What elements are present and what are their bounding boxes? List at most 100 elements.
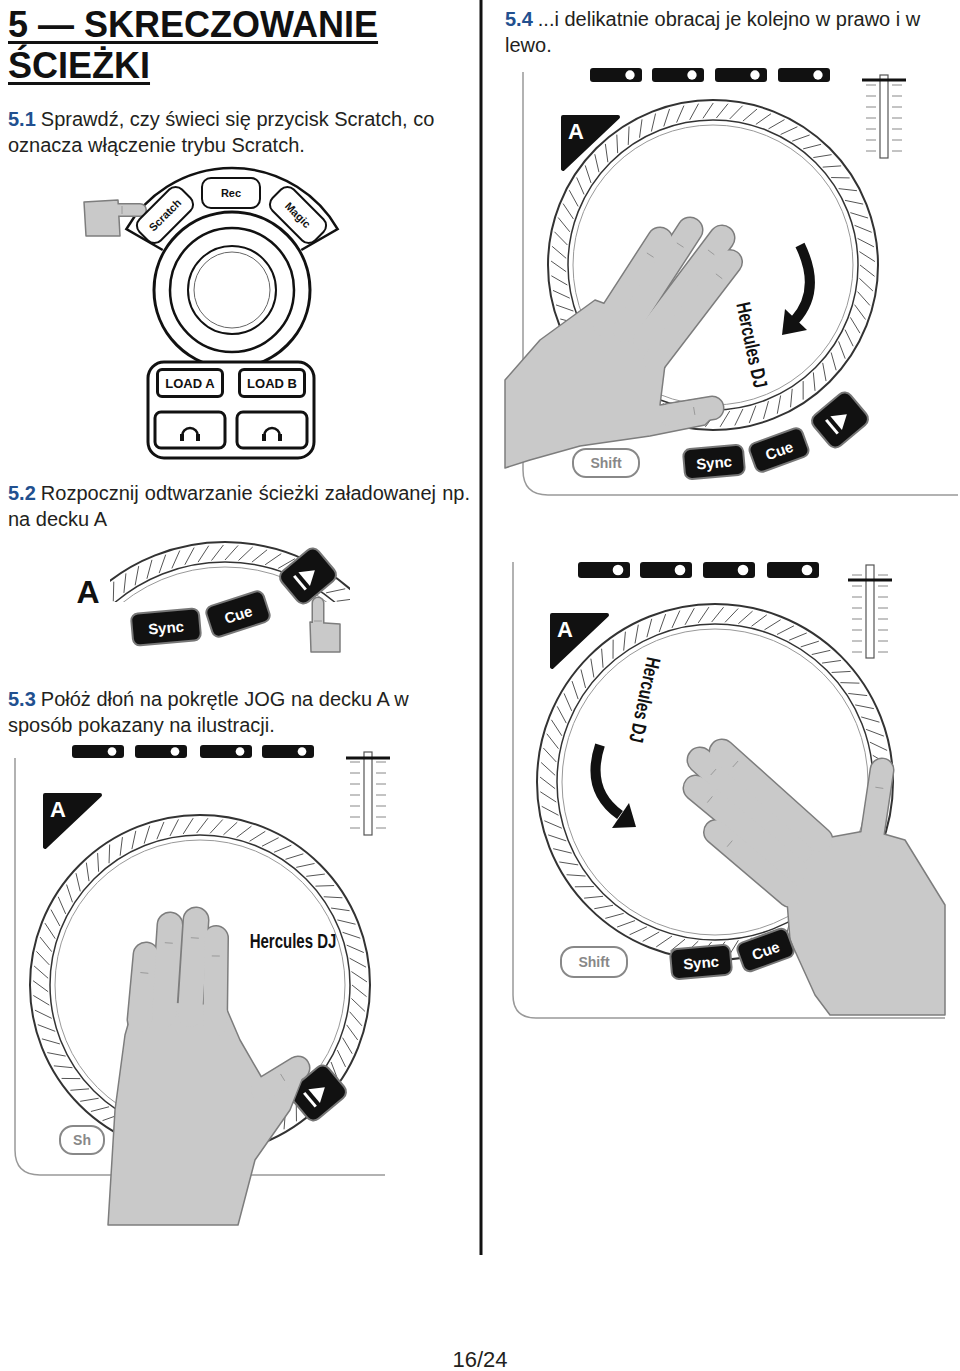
step-paragraph: 5.2Rozpocznij odtwarzanie ścieżki załado…: [8, 480, 470, 532]
fader-tick: [852, 597, 862, 598]
deck-tab: [552, 615, 607, 667]
jog-hatch: [543, 748, 556, 762]
jog-hatch: [832, 671, 851, 672]
headphone-icon: [264, 428, 280, 436]
step-text: Połóż dłoń na pokrętle JOG na decku A w …: [8, 688, 409, 736]
headphone-icon: [262, 434, 266, 441]
jog-hatch: [569, 190, 578, 206]
jog-hatch: [848, 693, 867, 695]
jog-hatch: [792, 135, 809, 141]
fader-tick: [350, 762, 360, 763]
jog-hatch: [544, 821, 561, 829]
jog-hatch: [548, 835, 566, 841]
step-text: Sprawdź, czy świeci się przycisk Scratch…: [8, 108, 434, 156]
jog-hatch: [647, 619, 652, 637]
jog-hatch: [605, 913, 623, 918]
jog-hatch: [113, 582, 115, 602]
jog-hatch: [743, 109, 757, 121]
device-button: LOAD A: [156, 368, 224, 398]
jog-hatch: [157, 822, 164, 839]
pad-mark: [613, 565, 624, 576]
device-button: Cue: [203, 588, 272, 639]
pad-mark: [738, 565, 749, 576]
fader-tick: [376, 806, 386, 807]
jog-hatch: [120, 837, 122, 856]
jog-hatch: [855, 705, 874, 709]
jog-hatch: [557, 706, 566, 723]
jog-hatch: [640, 119, 643, 137]
fader-tick: [866, 118, 876, 119]
jog-hatch: [324, 897, 343, 898]
button-label: Cue: [749, 937, 781, 963]
jog-hatch: [132, 831, 136, 849]
jog-hatch: [801, 641, 819, 647]
jog-hatch: [698, 607, 709, 623]
jog-hatch: [813, 155, 831, 158]
jog-hatch: [791, 389, 793, 407]
fader-tick: [852, 608, 862, 609]
pad-button: [715, 68, 767, 82]
jog-hatch: [738, 611, 752, 624]
fader-tick: [376, 762, 386, 763]
jog-hatch: [781, 127, 798, 135]
pad-mark: [813, 70, 822, 79]
jog-hatch: [870, 742, 887, 750]
jog-hatch: [763, 401, 768, 419]
jog-hatch: [86, 863, 89, 881]
fader-tick: [376, 773, 386, 774]
jog-hatch: [554, 232, 567, 245]
pad-button: [72, 745, 124, 758]
page-number: 16/24: [452, 1349, 507, 1371]
jog-hatch: [613, 640, 614, 659]
jog-hatch: [541, 762, 555, 775]
hand: [696, 752, 945, 1015]
jog-hatch: [542, 806, 559, 815]
jog-hatch: [35, 1010, 52, 1018]
fader-tick: [852, 641, 862, 642]
page-title: 5 — SKRECZOWANIE ŚCIEŻKI: [8, 4, 473, 87]
jog-hatch: [803, 144, 821, 149]
deck-letter: A: [568, 121, 584, 143]
jog-outer: [110, 542, 350, 602]
fader-tick: [892, 140, 902, 141]
jog-hatch: [635, 625, 638, 644]
pad-mark: [236, 747, 245, 756]
jog-hatch: [70, 1089, 89, 1090]
hand: [108, 920, 305, 1225]
jog-hatch: [839, 189, 857, 191]
button-label: Sync: [147, 617, 184, 637]
fader-tick: [878, 586, 888, 587]
jog-hatch: [581, 669, 586, 687]
fader-tick: [866, 129, 876, 130]
fader-tick: [376, 795, 386, 796]
jog-hatch: [540, 792, 556, 802]
button-label: Magic: [283, 200, 314, 231]
jog-hatch: [725, 609, 738, 623]
step-paragraph: 5.3Połóż dłoń na pokrętle JOG na decku A…: [8, 686, 478, 738]
button-label: Scratch: [146, 196, 183, 233]
pad-button: [135, 745, 187, 758]
fader-slot: [364, 752, 372, 835]
button-label: Sync: [682, 952, 719, 972]
fader-tick: [866, 85, 876, 86]
jog-hatch: [860, 265, 875, 276]
device-button: Shift: [560, 946, 628, 978]
jog-hatch: [343, 932, 361, 938]
deck-tab: [45, 795, 100, 847]
jog-hatch: [135, 566, 139, 585]
button-label: Shift: [578, 954, 609, 970]
jog-hatch: [624, 632, 626, 651]
jog-hatch: [238, 547, 252, 560]
rotation-arrowhead: [782, 309, 807, 335]
step-number: 5.1: [8, 108, 36, 130]
jog-hatch: [337, 1050, 345, 1067]
jog-hatch: [109, 845, 111, 864]
jog-hatch: [616, 135, 618, 153]
jog-hatch: [768, 120, 784, 129]
fader-tick: [866, 107, 876, 108]
headphone-icon: [180, 434, 184, 441]
device-button: LOAD B: [238, 368, 306, 398]
jog-hatch: [559, 862, 578, 865]
